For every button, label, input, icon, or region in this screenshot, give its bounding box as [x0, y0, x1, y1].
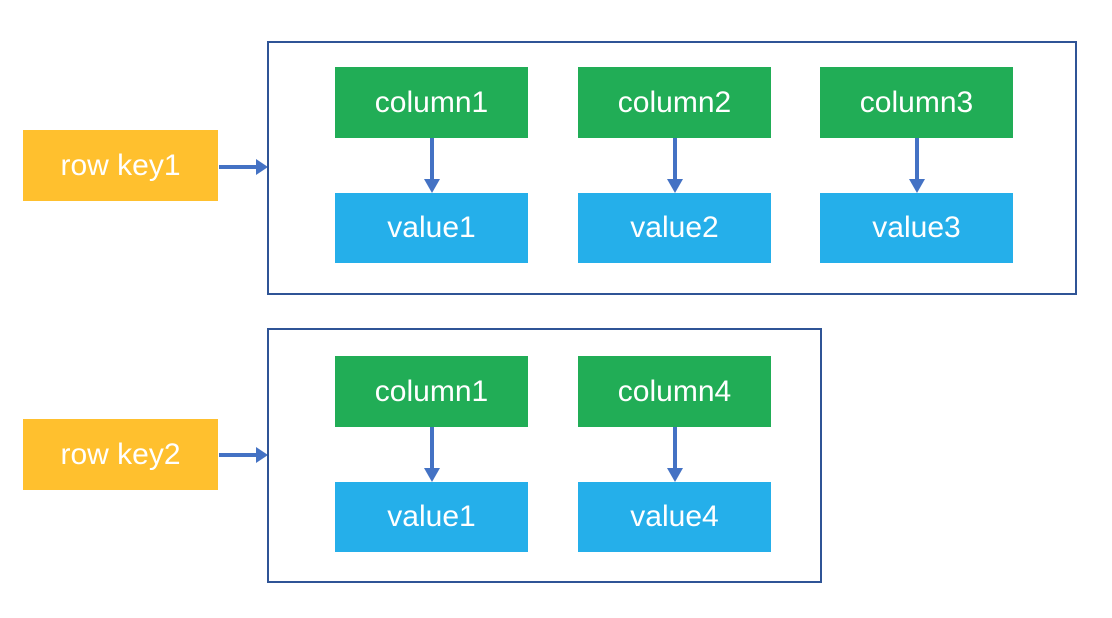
- value-label: value4: [630, 500, 719, 533]
- row-key1-box: row key1: [23, 130, 218, 201]
- value-box: value1: [335, 482, 528, 552]
- arrow-row1-to-container-icon: [219, 159, 268, 175]
- value-box: value4: [578, 482, 771, 552]
- value-label: value1: [387, 500, 476, 533]
- arrow-row2-to-container-icon: [219, 447, 268, 463]
- column-label: column1: [374, 374, 489, 408]
- row1-cell-2: column2 value2: [578, 67, 771, 263]
- column-box: column2: [578, 67, 771, 138]
- column-label: column3: [859, 85, 974, 119]
- row2-cell-2: column4 value4: [578, 356, 771, 552]
- column-box: column1: [335, 67, 528, 138]
- arrow-column-to-value-icon: [423, 427, 440, 482]
- value-label: value3: [872, 211, 961, 244]
- arrow-column-to-value-icon: [423, 138, 440, 193]
- arrow-column-to-value-icon: [666, 427, 683, 482]
- column-box: column4: [578, 356, 771, 427]
- row-key1-label: row key1: [60, 148, 181, 182]
- column-label: column2: [617, 85, 732, 119]
- column-box: column3: [820, 67, 1013, 138]
- value-label: value1: [387, 211, 476, 244]
- row1-cell-1: column1 value1: [335, 67, 528, 263]
- column-label: column1: [374, 85, 489, 119]
- value-label: value2: [630, 211, 719, 244]
- column-label: column4: [617, 374, 732, 408]
- value-box: value2: [578, 193, 771, 263]
- arrow-column-to-value-icon: [666, 138, 683, 193]
- row2-cell-1: column1 value1: [335, 356, 528, 552]
- row1-cell-3: column3 value3: [820, 67, 1013, 263]
- arrow-column-to-value-icon: [908, 138, 925, 193]
- value-box: value3: [820, 193, 1013, 263]
- column-box: column1: [335, 356, 528, 427]
- value-box: value1: [335, 193, 528, 263]
- row-key2-label: row key2: [60, 437, 181, 471]
- row-key2-box: row key2: [23, 419, 218, 490]
